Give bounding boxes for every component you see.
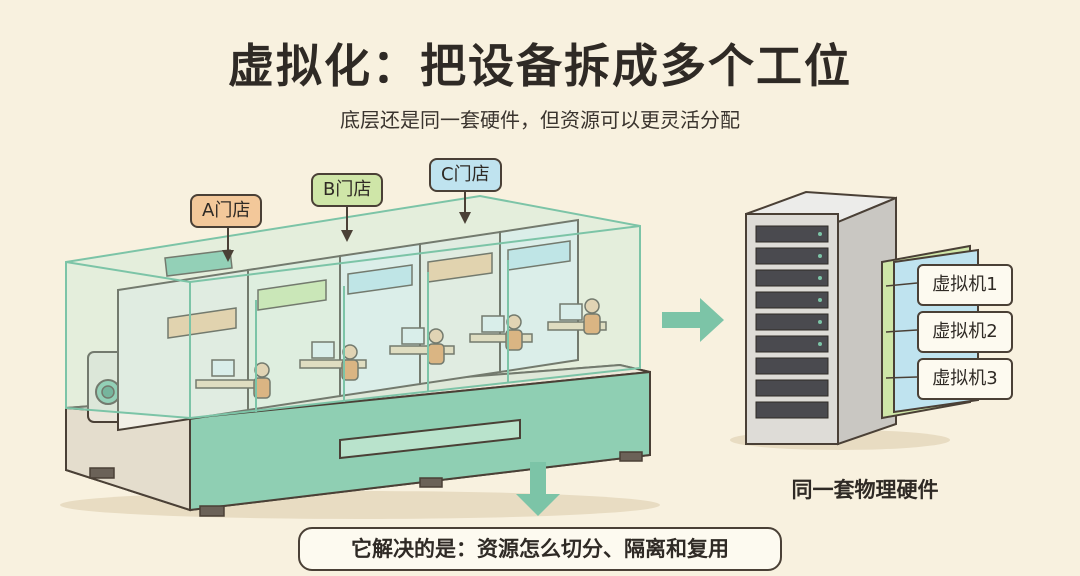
- bottom-note: 它解决的是：资源怎么切分、隔离和复用: [298, 527, 782, 571]
- server-slots: [755, 225, 829, 419]
- tenant-tag-c: C门店: [429, 158, 502, 192]
- right-arrow-icon: [662, 298, 724, 342]
- vm-label-3: 虚拟机3: [917, 358, 1013, 400]
- shared-machine-illustration: [60, 194, 660, 519]
- tag-arrows: [222, 192, 471, 262]
- tenant-tag-a: A门店: [190, 194, 263, 228]
- tenant-tag-b: B门店: [311, 173, 384, 207]
- down-arrow-icon: [516, 462, 560, 516]
- hardware-caption: 同一套物理硬件: [791, 478, 939, 502]
- page-title: 虚拟化：把设备拆成多个工位: [228, 39, 852, 93]
- workers: [195, 298, 607, 399]
- vm-label-1: 虚拟机1: [917, 264, 1013, 306]
- vm-label-2: 虚拟机2: [917, 311, 1013, 353]
- page-subtitle: 底层还是同一套硬件，但资源可以更灵活分配: [340, 108, 740, 132]
- workstation-modules: [117, 218, 579, 432]
